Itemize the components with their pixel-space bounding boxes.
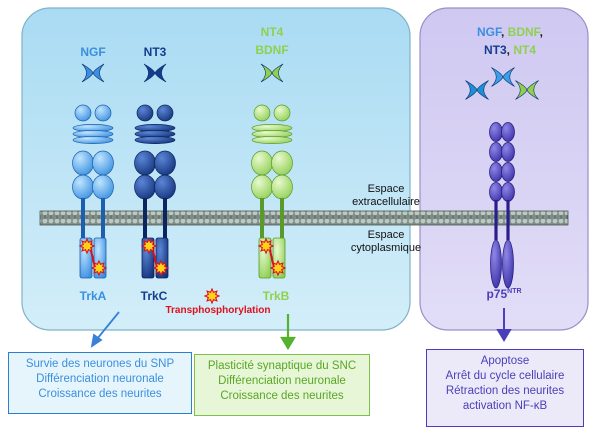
p75-ligand-bowtie-2 xyxy=(491,67,515,87)
p75-label-main: p75 xyxy=(486,287,508,301)
trk-panel xyxy=(21,7,411,331)
p75-ligand-ngf: NGF xyxy=(476,25,501,39)
extracellular-label-line1: Espace xyxy=(367,183,405,195)
ligand-ngf xyxy=(81,63,105,83)
cytoplasmic-space-label: Espace cytoplasmique xyxy=(336,229,436,255)
receptor-label-trkb: TrkB xyxy=(262,289,290,303)
ligand-label-nt4: NT4 xyxy=(260,25,284,39)
p75-ligand-sep: , xyxy=(506,43,514,57)
p75-label-superscript: NTR xyxy=(507,288,522,295)
receptor-p75ntr xyxy=(489,122,515,289)
outcome-box-snc: Plasticité synaptique du SNC Différencia… xyxy=(194,354,370,416)
ligand-nt3 xyxy=(143,63,167,83)
outcome-box-snp: Survie des neurones du SNP Différenciati… xyxy=(8,352,192,414)
receptor-trkb xyxy=(251,104,293,279)
receptor-label-trka: TrkA xyxy=(79,289,107,303)
p75-ligand-sep: , xyxy=(539,25,543,39)
arrow-p75-to-apoptose xyxy=(496,308,512,342)
receptor-label-trkc: TrkC xyxy=(140,289,168,303)
outcome-snc-line1: Plasticité synaptique du SNC xyxy=(207,360,357,372)
outcome-apop-line4: activation NF-κB xyxy=(462,400,548,412)
extracellular-label-line2: extracellulaire xyxy=(352,196,420,208)
cell-membrane xyxy=(39,210,569,226)
p75-ligand-bowtie-1 xyxy=(465,80,489,100)
p75-ligand-nt4: NT4 xyxy=(513,43,536,57)
extracellular-space-label: Espace extracellulaire xyxy=(336,183,436,209)
outcome-apop-line1: Apoptose xyxy=(480,355,530,367)
p75-ligand-label-line2: NT3, NT4 xyxy=(460,43,560,57)
ligand-label-bdnf: BDNF xyxy=(255,43,289,57)
phosphate-star xyxy=(152,259,170,277)
phosphate-star xyxy=(140,237,158,255)
cytoplasmic-label-line2: cytoplasmique xyxy=(350,242,422,254)
ligand-label-nt3: NT3 xyxy=(143,45,167,59)
outcome-apop-line3: Rétraction des neurites xyxy=(445,385,565,397)
phosphate-star xyxy=(257,237,275,255)
outcome-box-apoptose: Apoptose Arrêt du cycle cellulaire Rétra… xyxy=(426,349,584,427)
outcome-snp-line1: Survie des neurones du SNP xyxy=(25,358,175,370)
transphosphorylation-icon xyxy=(203,287,221,305)
cytoplasmic-label-line1: Espace xyxy=(367,229,405,241)
p75-ligand-bowtie-3 xyxy=(515,80,539,100)
outcome-snp-line3: Croissance des neurites xyxy=(38,388,162,400)
ligand-label-ngf: NGF xyxy=(80,45,106,59)
transphosphorylation-label: Transphosphorylation xyxy=(165,305,271,316)
outcome-snc-line2: Différenciation neuronale xyxy=(218,375,346,387)
ligand-nt4-bdnf xyxy=(260,63,284,83)
receptor-trkc xyxy=(134,104,176,279)
p75-ligand-bdnf: BDNF xyxy=(507,25,540,39)
outcome-apop-line2: Arrêt du cycle cellulaire xyxy=(445,370,565,382)
receptor-trka xyxy=(72,104,114,279)
phosphate-star xyxy=(269,259,287,277)
phosphate-star xyxy=(90,259,108,277)
phosphate-star xyxy=(203,287,221,305)
p75-ligand-nt3: NT3 xyxy=(483,43,507,57)
phosphate-star xyxy=(78,237,96,255)
arrow-trkb-to-snc xyxy=(280,314,296,351)
p75-ligand-label-line1: NGF, BDNF, xyxy=(460,25,560,39)
arrow-trka-to-snp xyxy=(90,311,120,348)
outcome-snp-line2: Différenciation neuronale xyxy=(36,373,164,385)
outcome-snc-line3: Croissance des neurites xyxy=(220,390,344,402)
p75-ligand-sep: , xyxy=(500,25,508,39)
receptor-label-p75: p75NTR xyxy=(474,287,534,301)
